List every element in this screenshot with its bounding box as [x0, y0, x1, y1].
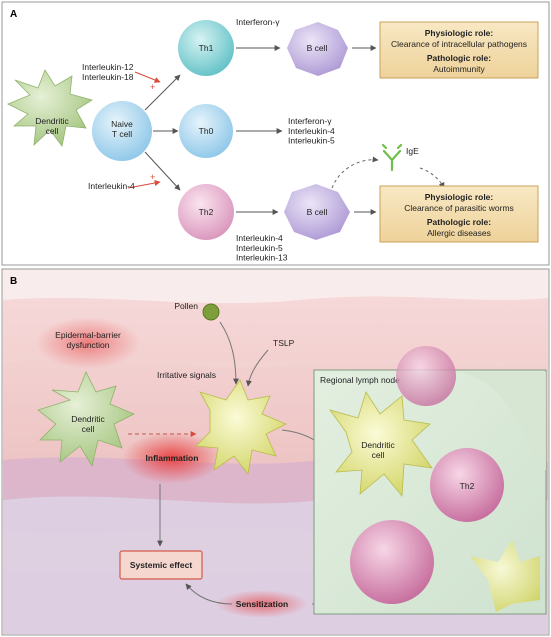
role-top-pathologic-text: Autoimmunity — [433, 64, 485, 74]
plus-th1: + — [150, 82, 155, 92]
cytokines-to-th2: Interleukin-4 — [88, 181, 135, 191]
role-box-top — [379, 21, 539, 79]
naive-t-cell — [92, 101, 152, 161]
pollen-label: Pollen — [174, 301, 198, 311]
cytokines-from-th1: Interferon-γ — [236, 17, 280, 27]
dendritic-cell-b — [37, 371, 135, 468]
role-bottom-pathologic-text: Allergic diseases — [427, 228, 491, 238]
ln-th2-label: Th2 — [460, 481, 475, 491]
lymph-node-label: Regional lymph node — [320, 375, 400, 385]
plus-th2: + — [150, 172, 155, 182]
panel-a-label: A — [10, 9, 17, 20]
tslp-label: TSLP — [273, 338, 295, 348]
b-cell-bottom — [284, 184, 350, 240]
th2-label: Th2 — [199, 207, 214, 217]
role-bottom-physiologic-title: Physiologic role: — [425, 192, 494, 202]
inflammation-label: Inflammation — [146, 453, 199, 463]
pollen-grain — [202, 303, 220, 321]
role-top-physiologic-title: Physiologic role: — [425, 28, 494, 38]
dendritic-cell-a — [7, 69, 93, 147]
panel-b-label: B — [10, 276, 17, 287]
ige-antibody-icon — [381, 143, 403, 172]
role-bottom-physiologic-text: Clearance of parasitic worms — [404, 203, 514, 213]
b-cell-top — [287, 22, 348, 76]
th0-cell — [179, 104, 233, 158]
ln-th2-cell — [430, 448, 504, 522]
th2-cell — [178, 184, 234, 240]
th0-label: Th0 — [199, 126, 214, 136]
role-top-physiologic-text: Clearance of intracellular pathogens — [391, 39, 527, 49]
th1-label: Th1 — [199, 43, 214, 53]
sensitization-label: Sensitization — [236, 599, 288, 609]
activated-dendritic-cell — [195, 379, 287, 475]
th1-cell — [178, 20, 234, 76]
ln-dendritic-cell — [328, 391, 433, 498]
role-box-bottom — [379, 185, 539, 243]
ige-label: IgE — [406, 146, 419, 156]
irritative-signals-label: Irritative signals — [157, 370, 216, 380]
systemic-effect-box — [119, 550, 203, 580]
role-top-pathologic-title: Pathologic role: — [427, 53, 491, 63]
role-bottom-pathologic-title: Pathologic role: — [427, 217, 491, 227]
systemic-effect-label: Systemic effect — [130, 560, 193, 570]
b-cell-top-label: B cell — [307, 43, 328, 53]
b-cell-bottom-label: B cell — [307, 207, 328, 217]
